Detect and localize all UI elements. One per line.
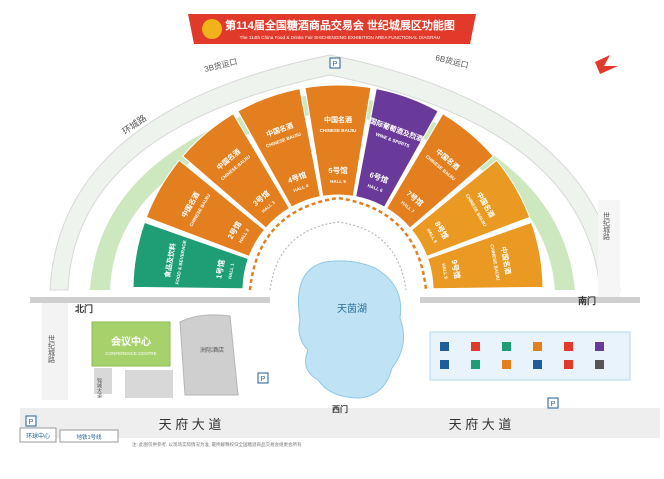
century-road-left: 世纪城路 [48,334,56,364]
century-road-right: 世纪城路 [603,211,611,241]
tianfu-avenue-road [20,408,660,438]
legend-icons [440,342,604,369]
metro-label: 环球中心 [26,432,50,440]
info-icon [502,342,511,351]
inner-plaza-arc [248,196,428,291]
svg-text:P: P [551,401,556,408]
parking-marker-3[interactable]: P [25,415,37,427]
metro-badge[interactable] [19,427,57,443]
hall-5[interactable] [304,84,372,197]
security-icon [595,360,604,369]
west-gate-label: 西门 [332,404,348,414]
parking-marker-2[interactable]: P [257,372,269,384]
hall-name-en: HALL 4 [293,183,310,193]
metro-icon [502,360,511,369]
grey-block-2 [94,368,112,394]
tianfu-avenue-left: 天 府 大 道 [159,417,222,432]
west-road-label: 锦城大道 [96,377,102,399]
svg-text:P: P [261,376,266,383]
taxi-icon [440,360,449,369]
conference-label-cn: 会议中心 [111,335,151,348]
bus-icon [471,360,480,369]
hall-9[interactable] [427,221,544,290]
first-aid-icon [564,342,573,351]
header-title-en: The 114th China Food & Drinks Fair SHICH… [240,35,441,40]
south-gate-label: 南门 [578,295,596,306]
conference-center[interactable] [91,321,171,367]
hall-theme-en: CHINESE BAIJIU [320,128,357,133]
north-gate-label: 北门 [75,303,93,314]
hall-name-en: HALL 9 [441,263,449,280]
parking-marker-1[interactable]: P [329,57,341,69]
hall-name-en: HALL 1 [227,263,235,280]
inner-walkway [269,221,407,291]
metro-line-badge [59,429,119,443]
parking-icon [440,342,449,351]
metro-line-label: 地铁1号线 [76,433,102,441]
hall-2[interactable] [145,159,266,257]
hotel-building[interactable] [179,314,239,396]
hall-7[interactable] [385,113,495,229]
grey-block-1 [125,370,173,398]
hall-1[interactable] [132,221,249,290]
exit-icon [533,360,542,369]
hall-4[interactable] [237,88,321,208]
shuttle-icon [564,360,573,369]
fair-logo-icon [202,19,222,39]
hall-theme-cn: 中国名酒 [324,115,352,124]
hall-name-en: HALL 5 [330,179,346,184]
hall-theme-en: CHINESE BAIJIU [489,244,500,282]
restaurant-icon [533,342,542,351]
lake-label: 天茵湖 [337,303,367,315]
conference-label-en: CONFERENCE CENTRE [105,351,156,356]
hall-3[interactable] [181,113,291,229]
atm-icon [595,342,604,351]
tianyin-lake[interactable] [297,260,405,399]
right-road [598,200,620,300]
hotel-label: 洲际酒店 [200,346,224,354]
bird-logo-icon [595,55,618,74]
header-title-cn: 第114届全国糖酒商品交易会 世纪城展区功能图 [225,18,455,32]
legend-panel [429,331,631,381]
hall-name-cn: 9号馆 [450,259,463,280]
toilet-icon [471,342,480,351]
tianfu-avenue-right: 天 府 大 道 [449,417,512,432]
hall-6[interactable] [355,88,439,208]
footnote: 注: 此图仅供参考, 以现场实际情况为准, 最终解释权归全国糖酒商品交易会组委会… [132,441,302,448]
hall-8[interactable] [410,159,531,257]
header-banner: 第114届全国糖酒商品交易会 世纪城展区功能图 The 114th China … [188,14,476,44]
svg-text:P: P [29,419,34,426]
hall-name-cn: 5号馆 [328,165,348,175]
hall-name-cn: 1号馆 [213,258,226,279]
svg-text:P: P [333,61,338,68]
hall-name-en: HALL 6 [367,183,384,193]
left-road [42,300,68,400]
parking-marker-4[interactable]: P [547,397,559,409]
